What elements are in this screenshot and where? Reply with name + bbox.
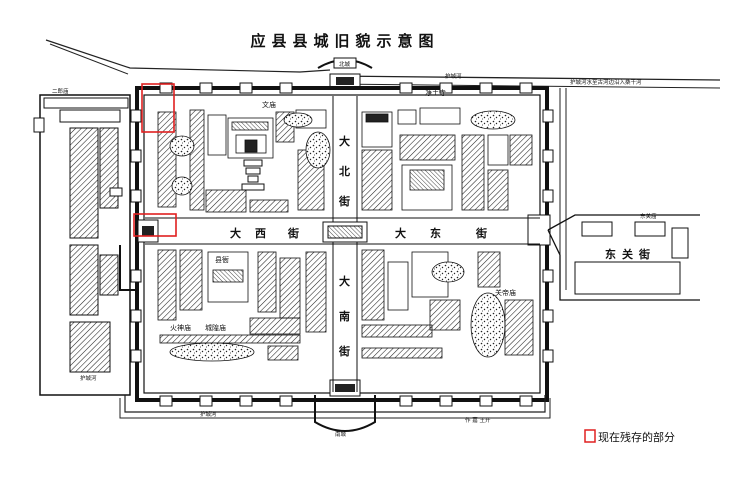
wall-bastion [199,395,213,407]
east-street-2: 东 [430,226,441,240]
place-label-chenghuang: 城隍庙 [205,323,226,332]
place-label-huoshen: 火神庙 [170,323,191,332]
wall-bastion [542,269,554,283]
wall-bastion [130,269,142,283]
place-label-wenmiao: 文庙 [262,100,276,109]
wall-bastion [439,82,453,94]
wall-bastion [519,395,533,407]
remaining-portion-west-gate [133,213,177,237]
north-moat [45,39,721,290]
north-moat-label: 护城河 [445,72,462,80]
wall-bastion [479,395,493,407]
wall-bastion [542,109,554,123]
south-gate: 南城 [314,379,376,438]
wall-bastion [279,82,293,94]
wall-bastion [439,395,453,407]
north-gate: 北城 [317,57,373,89]
pagoda-icon [241,159,265,191]
southwest-moat-label: 护城河 [80,374,97,382]
north-street-1: 大 [339,134,350,148]
east-guan-temple: 东关庙 [640,212,657,220]
wall-bastion [542,309,554,323]
legend: 现在残存的部分 [584,429,675,444]
south-gate-label: 南城 [335,430,347,438]
west-street-2: 西 [255,227,266,240]
east-street-1: 大 [395,226,406,240]
north-street-2: 北 [339,164,350,178]
wall-bastion [542,189,554,203]
west-street-1: 大 [230,226,241,240]
wall-bastion [130,109,142,123]
south-street-2: 南 [339,309,350,323]
east-suburb-street-3: 街 [638,247,650,261]
wall-bastion [239,82,253,94]
wall-bastion [159,395,173,407]
wall-bastion [542,349,554,363]
wall-bastion [130,349,142,363]
wall-bastion [159,82,173,94]
east-suburb-street-2: 关 [622,247,633,261]
wall-bastion [542,149,554,163]
north-gate-label: 北城 [339,60,351,68]
west-street-3: 街 [287,226,299,240]
west-suburb [33,94,131,396]
central-tower [322,221,368,243]
east-street-3: 街 [475,226,487,240]
east-suburb-street-1: 东 [605,247,616,261]
remaining-portion-north-west [141,83,175,133]
south-moat-label: 护城河 [200,410,217,418]
wall-bastion [130,149,142,163]
wall-bastion [199,82,213,94]
south-moat [119,395,551,419]
wall-bastion [130,309,142,323]
south-street-1: 大 [339,274,350,288]
map-title: 应县县城旧貌示意图 [250,32,439,50]
place-label-xianya: 县衙 [215,255,229,264]
streets [145,96,540,392]
place-label-guandi: 关帝庙 [495,288,516,297]
wall-bastions [130,82,554,407]
place-label-jingtu: 净土寺 [425,88,446,97]
legend-swatch [584,429,596,443]
north-road-note: 护城河水至古河边沿入桑干河 [570,78,642,86]
north-street-3: 街 [338,194,350,208]
city-wall [130,82,554,407]
wall-bastion [479,82,493,94]
east-suburb [527,214,700,301]
wall-bastion [279,395,293,407]
wall-bastion [239,395,253,407]
city-blocks [157,107,534,362]
wall-bastion [399,395,413,407]
wall-bastion [519,82,533,94]
map-credit: 作 嘉 王开 [465,416,491,424]
legend-label: 现在残存的部分 [598,430,675,444]
wall-bastion [399,82,413,94]
wall-bastion [130,189,142,203]
erlang-temple: 二郎庙 [52,87,69,95]
south-street-3: 街 [338,344,350,358]
